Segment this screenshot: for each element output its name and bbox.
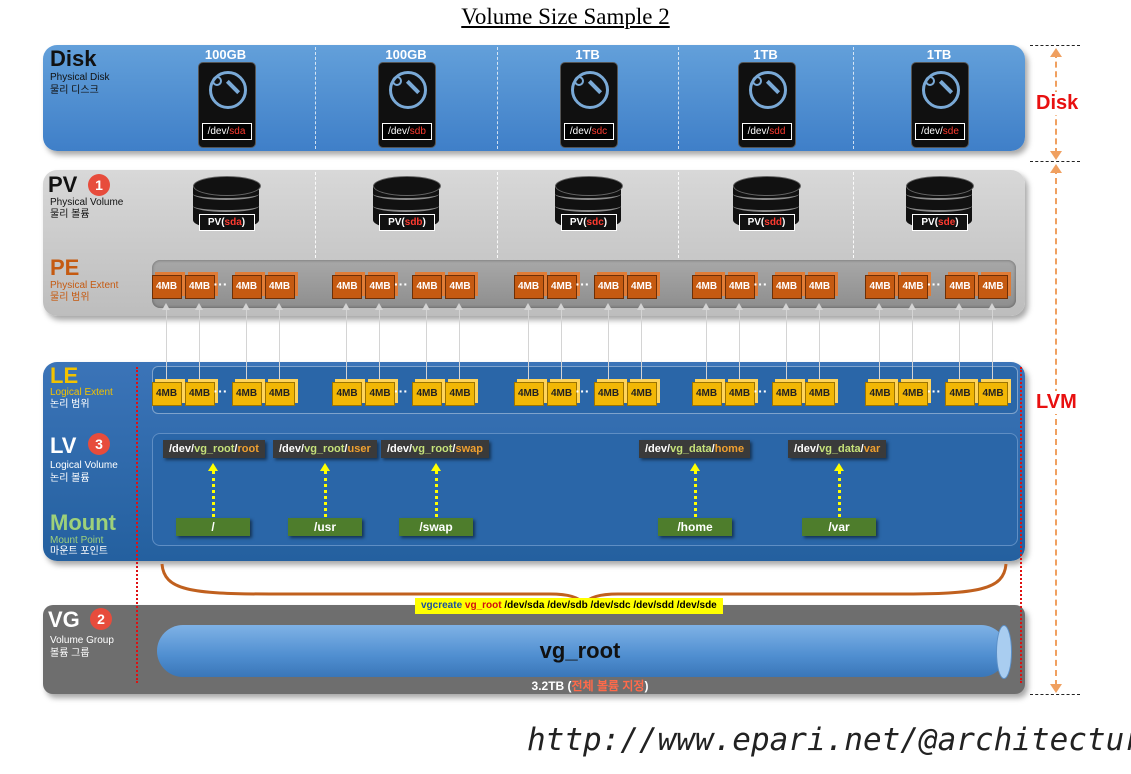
le-panel [152, 366, 1018, 414]
lvm-scale-line [1055, 168, 1057, 686]
disk-scale-arrow-up [1050, 48, 1062, 57]
vgcreate-dev-2: /dev/sdc [590, 600, 631, 611]
side-label-lvm: LVM [1034, 391, 1079, 414]
mount-layer-en: Mount Point [50, 535, 104, 546]
vg-volume-name: vg_root [539, 638, 621, 663]
pe-layer-en: Physical Extent [50, 280, 119, 291]
pv-layer-ko: 물리 볼륨 [50, 209, 90, 220]
lvm-scale-arrow-up [1050, 164, 1062, 173]
vg-bracket-left [136, 367, 138, 683]
vg-layer-ko: 볼륨 그룹 [50, 648, 90, 659]
lv-layer-en: Logical Volume [50, 460, 118, 471]
scale-tick-top [1030, 45, 1080, 46]
vgcreate-dev-0: /dev/sda [504, 600, 545, 611]
vgcreate-cmd: vgcreate [421, 600, 463, 611]
mount-layer-ko: 마운트 포인트 [50, 546, 108, 557]
pe-layer-title: PE [50, 255, 80, 280]
diagram-title: Volume Size Sample 2 [461, 4, 670, 29]
vg-bracket-right [1020, 367, 1022, 683]
le-layer-en: Logical Extent [50, 387, 113, 398]
lvm-scale-arrow-down [1050, 684, 1062, 693]
vg-size-open: ( [564, 679, 572, 693]
disk-layer-title: Disk [50, 46, 97, 71]
vg-step-badge: 2 [90, 608, 112, 630]
vg-size-value: 3.2TB [531, 679, 565, 693]
lv-layer-ko: 논리 볼륨 [50, 473, 90, 484]
lv-step-badge: 3 [88, 433, 110, 455]
lv-panel [152, 433, 1018, 546]
footer-url: http://www.epari.net/@architecture [527, 722, 1131, 758]
vgcreate-command: vgcreate vg_root /dev/sda /dev/sdb /dev/… [415, 598, 723, 614]
vg-volume-size: 3.2TB (전체 볼륨 지정) [440, 677, 740, 694]
vg-size-note: 전체 볼륨 지정 [571, 679, 645, 693]
vgcreate-dev-1: /dev/sdb [547, 600, 588, 611]
vg-volume-cylinder-cap [996, 625, 1012, 679]
vgcreate-vg: vg_root [464, 600, 502, 611]
vg-layer-title: VG [48, 607, 80, 632]
scale-tick-mid [1030, 161, 1080, 162]
scale-tick-bottom [1030, 694, 1080, 695]
vg-size-close: ) [644, 679, 649, 693]
disk-layer-band [43, 45, 1025, 151]
vg-volume-cylinder [157, 625, 1007, 677]
pv-layer-en: Physical Volume [50, 197, 124, 208]
pe-panel [152, 260, 1016, 308]
mount-layer-title: Mount [50, 510, 116, 535]
pv-layer-title: PV [48, 172, 78, 197]
pe-layer-ko: 물리 범위 [50, 292, 90, 303]
disk-layer-ko: 물리 디스크 [50, 85, 99, 96]
side-label-disk: Disk [1034, 92, 1081, 115]
le-layer-ko: 논리 범위 [50, 399, 90, 410]
vgcreate-dev-3: /dev/sdd [633, 600, 674, 611]
vgcreate-dev-4: /dev/sde [676, 600, 717, 611]
lv-layer-title: LV [50, 433, 77, 458]
le-layer-title: LE [50, 363, 79, 388]
pv-step-badge: 1 [88, 174, 110, 196]
disk-scale-arrow-down [1050, 151, 1062, 160]
disk-layer-en: Physical Disk [50, 72, 110, 83]
vg-layer-en: Volume Group [50, 635, 114, 646]
